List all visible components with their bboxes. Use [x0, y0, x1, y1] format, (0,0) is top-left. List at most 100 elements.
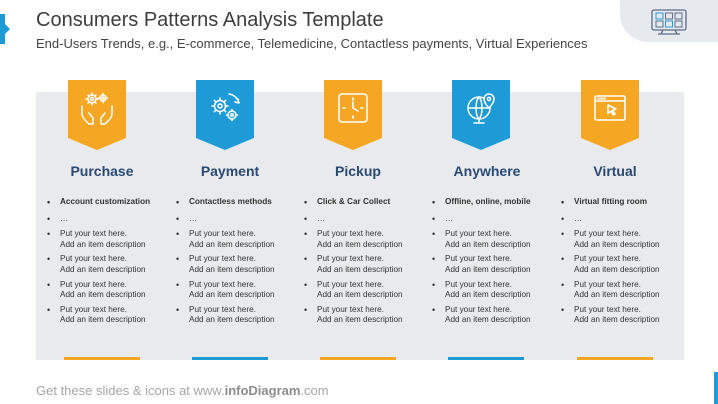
item-line2: Add an item description [445, 290, 531, 300]
footer-credit: Get these slides & icons at www.infoDiag… [36, 383, 329, 398]
item-line2: Add an item description [445, 315, 531, 325]
purchase-icon-ribbon [68, 80, 126, 150]
item-line1: Put your text here. [60, 279, 127, 289]
item-line2: Add an item description [317, 290, 403, 300]
column-title-payment: Payment [200, 163, 260, 179]
list-item: Put your text here.Add an item descripti… [176, 254, 304, 275]
footer-prefix: Get these slides & icons at www. [36, 383, 225, 398]
list-item: Contactless methods [176, 197, 304, 208]
list-item: Put your text here.Add an item descripti… [432, 280, 560, 301]
list-item: Virtual fitting room [561, 197, 689, 208]
column-title-pickup: Pickup [335, 163, 381, 179]
list-item: … [432, 214, 560, 225]
list-item: Put your text here.Add an item descripti… [47, 254, 175, 275]
item-line1: Put your text here. [445, 254, 512, 264]
anywhere-icon-ribbon [452, 80, 510, 150]
item-line2: Add an item description [189, 239, 275, 249]
left-accent-bar [0, 14, 10, 44]
list-item: Put your text here.Add an item descripti… [432, 305, 560, 326]
item-line1: Put your text here. [60, 229, 127, 239]
right-accent-bar [714, 372, 718, 404]
item-line2: Add an item description [574, 315, 660, 325]
item-line2: Add an item description [60, 290, 146, 300]
item-line1: Put your text here. [60, 304, 127, 314]
item-line1: Put your text here. [445, 229, 512, 239]
list-item: Put your text here.Add an item descripti… [561, 305, 689, 326]
column-title-anywhere: Anywhere [453, 163, 521, 179]
payment-list: Contactless methods … Put your text here… [176, 197, 304, 330]
list-item: Put your text here.Add an item descripti… [304, 305, 432, 326]
list-item: Put your text here.Add an item descripti… [432, 229, 560, 250]
item-line1: Put your text here. [574, 229, 641, 239]
virtual-list: Virtual fitting room … Put your text her… [561, 197, 689, 330]
list-item: Put your text here.Add an item descripti… [561, 229, 689, 250]
gears-cycle-icon [211, 93, 240, 122]
payment-underline [192, 357, 268, 360]
hands-gears-icon [81, 92, 113, 125]
item-line1: Put your text here. [189, 229, 256, 239]
item-line1: Put your text here. [317, 229, 384, 239]
item-line2: Add an item description [189, 315, 275, 325]
list-item: … [561, 214, 689, 225]
item-line2: Add an item description [574, 239, 660, 249]
list-item: Put your text here.Add an item descripti… [176, 280, 304, 301]
item-line1: Put your text here. [445, 304, 512, 314]
list-item: Click & Car Collect [304, 197, 432, 208]
item-line2: Add an item description [445, 264, 531, 274]
item-line2: Add an item description [189, 290, 275, 300]
list-item: Offline, online, mobile [432, 197, 560, 208]
item-line2: Add an item description [60, 264, 146, 274]
payment-icon-ribbon [196, 80, 254, 150]
list-item: … [304, 214, 432, 225]
list-item: Put your text here.Add an item descripti… [432, 254, 560, 275]
pickup-icon-ribbon [324, 80, 382, 150]
computer-gallery-icon [651, 9, 687, 35]
item-line1: Put your text here. [189, 254, 256, 264]
item-line1: Put your text here. [574, 304, 641, 314]
list-item: … [47, 214, 175, 225]
item-line2: Add an item description [60, 315, 146, 325]
pickup-list: Click & Car Collect … Put your text here… [304, 197, 432, 330]
column-title-purchase: Purchase [70, 163, 134, 179]
anywhere-list: Offline, online, mobile … Put your text … [432, 197, 560, 330]
browser-cursor-icon [594, 95, 626, 121]
purchase-list: Account customization … Put your text he… [47, 197, 175, 330]
item-line1: Put your text here. [189, 304, 256, 314]
clock-icon [338, 93, 368, 123]
item-line1: Put your text here. [317, 279, 384, 289]
list-item: Put your text here.Add an item descripti… [47, 229, 175, 250]
list-item: Put your text here.Add an item descripti… [304, 280, 432, 301]
column-title-virtual: Virtual [593, 163, 637, 179]
item-line2: Add an item description [60, 239, 146, 249]
footer-suffix: .com [300, 383, 329, 398]
pickup-underline [320, 357, 396, 360]
item-line1: Put your text here. [574, 279, 641, 289]
item-line1: Put your text here. [317, 304, 384, 314]
list-item: Put your text here.Add an item descripti… [47, 305, 175, 326]
list-item: Put your text here.Add an item descripti… [176, 229, 304, 250]
virtual-underline [577, 357, 653, 360]
item-line2: Add an item description [574, 264, 660, 274]
purchase-underline [64, 357, 140, 360]
list-item: Put your text here.Add an item descripti… [176, 305, 304, 326]
virtual-icon-ribbon [581, 80, 639, 150]
page-subtitle: End-Users Trends, e.g., E-commerce, Tele… [36, 36, 588, 51]
footer-brand: infoDiagram [224, 383, 301, 398]
item-line1: Put your text here. [445, 279, 512, 289]
list-item: Put your text here.Add an item descripti… [561, 280, 689, 301]
item-line1: Put your text here. [574, 254, 641, 264]
list-item: Put your text here.Add an item descripti… [304, 229, 432, 250]
item-line2: Add an item description [445, 239, 531, 249]
globe-location-icon [467, 93, 495, 124]
item-line2: Add an item description [317, 315, 403, 325]
item-line2: Add an item description [317, 264, 403, 274]
list-item: Put your text here.Add an item descripti… [561, 254, 689, 275]
item-line1: Put your text here. [189, 279, 256, 289]
item-line2: Add an item description [574, 290, 660, 300]
list-item: Put your text here.Add an item descripti… [304, 254, 432, 275]
item-line1: Put your text here. [60, 254, 127, 264]
list-item: Put your text here.Add an item descripti… [47, 280, 175, 301]
page-title: Consumers Patterns Analysis Template [36, 9, 384, 31]
item-line2: Add an item description [317, 239, 403, 249]
corner-badge [620, 0, 718, 42]
